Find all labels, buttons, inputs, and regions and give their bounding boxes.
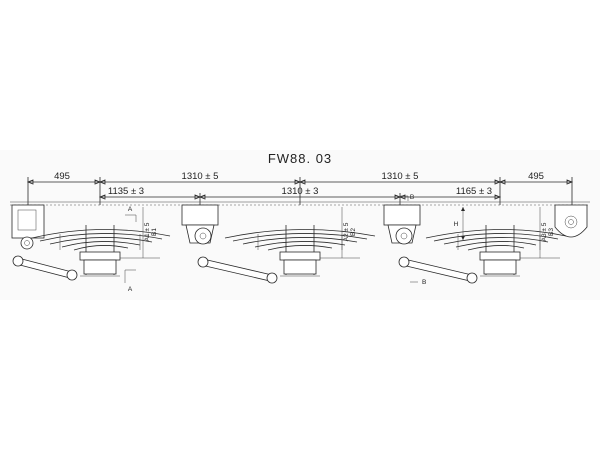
dimension-lines: [26, 177, 574, 205]
section-marker-b: [400, 195, 418, 283]
dim-axle-spacing-2: 1310 ± 5: [382, 171, 419, 182]
section-label-b-top: B: [410, 194, 414, 201]
equalizer-hanger-1: [181, 204, 219, 245]
section-label-a-top: A: [128, 206, 133, 213]
torque-rod-1: [12, 255, 78, 281]
drawing-background: [0, 150, 600, 300]
leaf-spring-1: [31, 229, 171, 251]
dim-left-overhang: 495: [54, 171, 70, 182]
height-dimension-2: [320, 207, 360, 259]
axle-seat-1: [79, 225, 121, 277]
dim-span-3: 1165 ± 3: [456, 186, 492, 197]
height-label-a3: A3 ± 5: [541, 222, 548, 241]
height-label-b2: B2: [350, 228, 357, 236]
torque-rod-2: [197, 256, 278, 284]
height-label-a1: A1 ± 5: [144, 222, 151, 241]
dim-span-1: 1135 ± 3: [108, 186, 144, 197]
dim-span-2: 1310 ± 3: [282, 186, 319, 197]
front-hanger: [11, 204, 45, 250]
drawing-title: FW88. 03: [268, 151, 332, 166]
torque-rod-3: [398, 256, 478, 284]
height-dimension-1: [120, 207, 160, 259]
height-dimension-3: [520, 207, 560, 259]
height-label-a2: A2 ± 5: [343, 222, 350, 241]
section-marker-a: [124, 214, 137, 283]
axle-seat-2: [279, 225, 321, 277]
leaf-spring-2: [224, 229, 376, 251]
dim-right-overhang: 495: [528, 171, 544, 182]
height-label-h: H: [454, 221, 459, 228]
section-label-a-bottom: A: [128, 286, 133, 293]
height-label-b1: B1: [151, 228, 158, 236]
height-label-b3: B3: [548, 228, 555, 236]
section-label-b-bottom: B: [422, 279, 426, 286]
axle-seat-3: [479, 225, 521, 277]
equalizer-hanger-2: [383, 204, 421, 245]
height-dimension-h: [461, 207, 465, 240]
dim-axle-spacing-1: 1310 ± 5: [182, 171, 219, 182]
rear-hanger: [554, 204, 588, 238]
